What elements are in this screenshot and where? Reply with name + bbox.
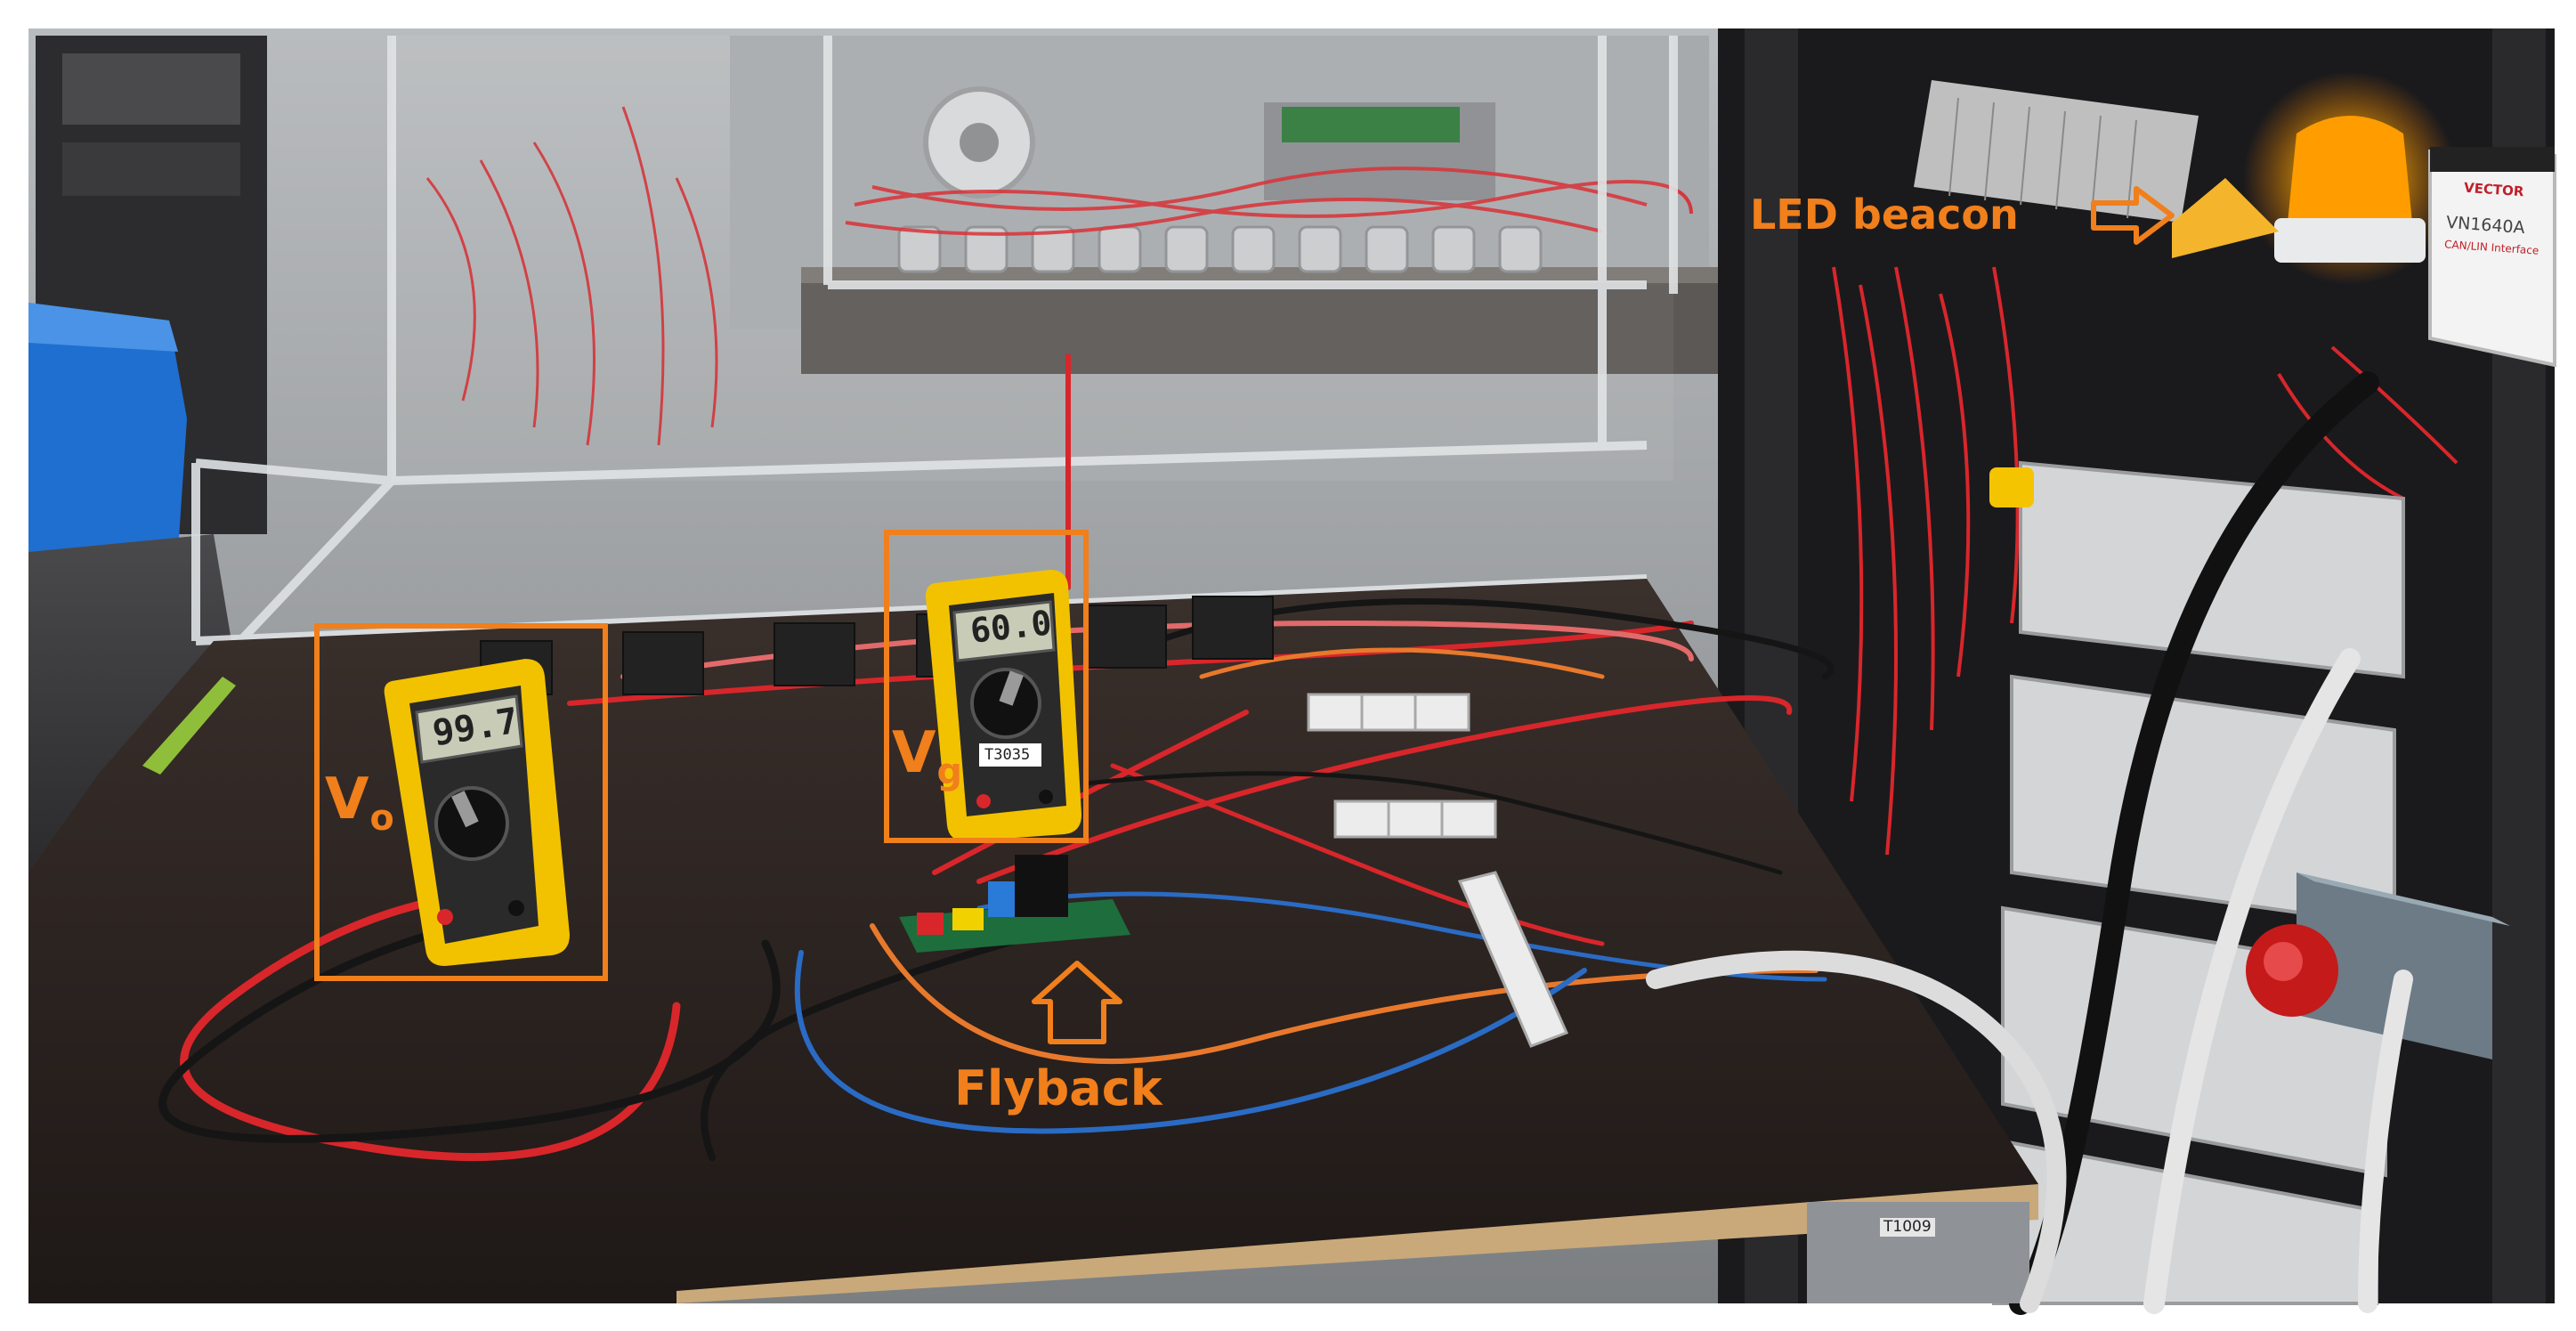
flyback-label: Flyback: [954, 1060, 1162, 1116]
multimeter-left: [384, 659, 570, 966]
right-meter-reading: 60.0: [968, 603, 1054, 651]
relay-strip: [1914, 80, 2199, 223]
multimeter-right: [926, 570, 1081, 841]
grey-cable: [1646, 950, 2067, 1313]
red-probe-lead: [180, 886, 681, 1162]
blue-bin: [28, 303, 187, 552]
led-beacon: [2288, 116, 2412, 223]
table-tag-label: T1009: [1880, 1218, 1935, 1237]
emergency-stop-box: [2297, 872, 2492, 1059]
flyback-arrow: [1032, 961, 1122, 1044]
right-meter-tag: T3035: [984, 746, 1031, 764]
vg-label: Vg: [892, 720, 962, 792]
capacitor-row: [897, 225, 1543, 273]
vo-annotation-box: [314, 623, 608, 981]
blue-wire: [794, 950, 1587, 1134]
workbench-edge: [676, 1184, 2038, 1303]
acrylic-enclosure: [191, 36, 1678, 645]
vg-annotation-box: [884, 530, 1089, 843]
led-beacon-arrow: [2091, 186, 2175, 245]
orange-wire: [870, 923, 1819, 1065]
vo-label: Vo: [325, 767, 394, 839]
terminal-blocks: [1307, 693, 1569, 1048]
photo-content: [28, 28, 2556, 1315]
led-beacon-label: LED beacon: [1750, 191, 2019, 239]
vector-brand-label: VECTOR: [2463, 179, 2524, 200]
